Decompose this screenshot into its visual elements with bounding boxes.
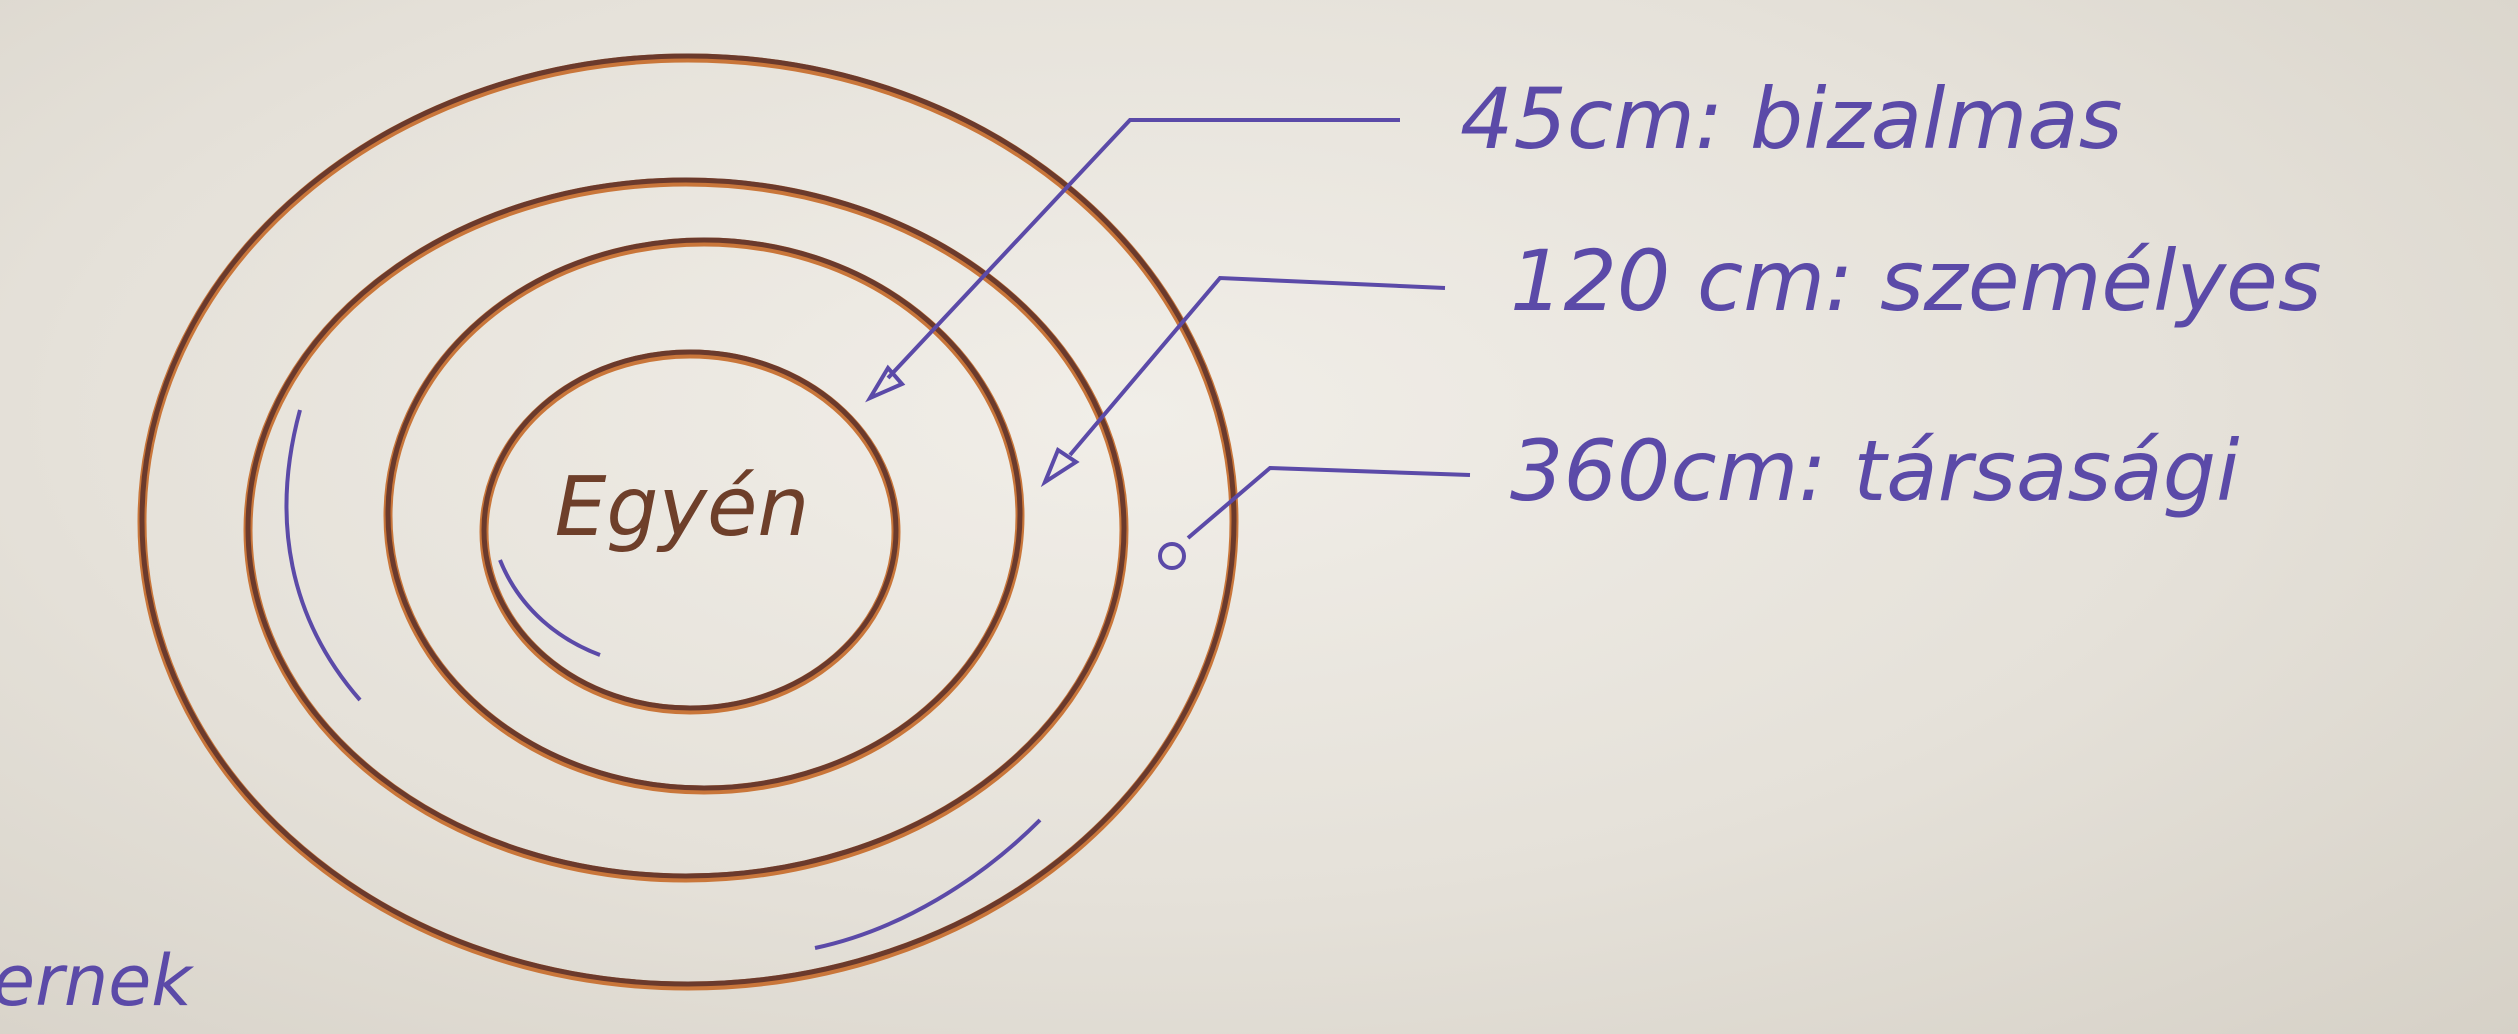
arrowhead-icon <box>1040 446 1080 488</box>
center-label: Egyén <box>555 460 810 555</box>
corner-fragment: ernek <box>0 940 194 1022</box>
zone-label-personal: 120 cm: személyes <box>1510 232 2322 330</box>
ring-intimate-ink <box>385 237 1023 791</box>
leader-personal <box>1040 275 1446 488</box>
leader-social <box>1158 465 1471 570</box>
arrowhead-icon <box>865 364 906 403</box>
ring-center-ink <box>481 349 899 711</box>
leader-intimate <box>865 118 1400 403</box>
zone-label-social: 360cm: társasági <box>1510 422 2239 520</box>
ring-personal-ink <box>245 177 1127 879</box>
zone-label-intimate: 45cm: bizalmas <box>1460 70 2123 168</box>
ink-trace-left <box>284 409 362 702</box>
ink-trace-bottom <box>814 818 1042 950</box>
arrowhead-icon <box>1158 542 1186 570</box>
ring-social-ink <box>139 53 1237 987</box>
ink-trace-inner <box>498 559 601 657</box>
